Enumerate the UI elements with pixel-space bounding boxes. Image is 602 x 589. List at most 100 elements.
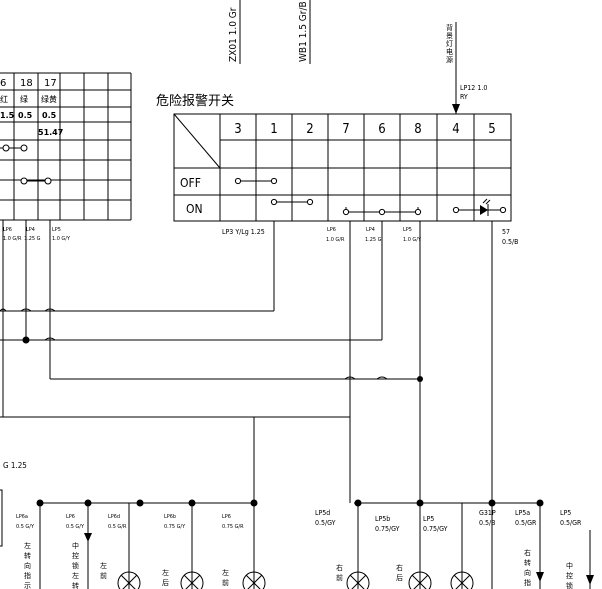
switch-col-0: 3: [234, 122, 241, 137]
svg-text:0.5/GR: 0.5/GR: [560, 519, 582, 527]
svg-text:0.5/GR: 0.5/GR: [515, 519, 537, 527]
svg-text:0.5/GY: 0.5/GY: [315, 519, 336, 527]
switch-col-2: 2: [306, 122, 313, 137]
svg-text:背: 背: [446, 23, 453, 32]
svg-text:0.75/GY: 0.75/GY: [423, 525, 448, 533]
junction-lp4: [22, 336, 30, 344]
svg-text:锁: 锁: [566, 581, 573, 589]
left-size-3: 51.47: [38, 128, 63, 137]
svg-text:后: 后: [396, 573, 403, 582]
switch-col-1: 1: [270, 122, 277, 137]
backlight-label: 背 景 灯 电 源: [446, 23, 453, 64]
svg-text:LP4: LP4: [366, 227, 375, 233]
svg-text:LP5d: LP5d: [315, 509, 330, 517]
bottom-right-labels: LP5d 0.5/GY LP5b 0.75/GY LP5 0.75/GY G31…: [315, 509, 582, 533]
left-num-2: 17: [44, 78, 57, 89]
svg-text:电: 电: [446, 47, 453, 56]
switch-title: 危险报警开关: [156, 93, 234, 109]
svg-text:右: 右: [524, 548, 531, 557]
svg-text:0.5 G/R: 0.5 G/R: [108, 524, 127, 530]
svg-text:转: 转: [24, 551, 31, 560]
left-table: 6 18 17 红 绿 绿黄 1.5 0.5 0.5 51.47: [0, 72, 132, 221]
label-wb1: WB1 1.5 Gr/B: [298, 1, 309, 62]
label-lp12-color: RY: [460, 93, 468, 101]
svg-text:LP6b: LP6b: [164, 514, 176, 520]
svg-text:LP5b: LP5b: [375, 515, 390, 523]
switch-col-3: 7: [342, 122, 349, 137]
svg-text:源: 源: [446, 55, 453, 64]
svg-text:LP5: LP5: [423, 515, 434, 523]
row-off-label: OFF: [180, 176, 201, 190]
svg-text:转: 转: [524, 558, 531, 567]
svg-text:中: 中: [566, 561, 573, 570]
svg-text:1.25 G: 1.25 G: [365, 237, 382, 243]
svg-text:0.75 G/R: 0.75 G/R: [222, 524, 244, 530]
label-lp12: LP12 1.0: [460, 84, 487, 92]
svg-text:0.5 G/Y: 0.5 G/Y: [66, 524, 85, 530]
left-wire-labels: LP6 1.0 G/R LP4 1.25 G LP5 1.0 G/Y: [3, 227, 71, 242]
svg-text:1.0 G/R: 1.0 G/R: [326, 237, 345, 243]
svg-text:G31P: G31P: [479, 509, 496, 517]
svg-text:0.75/GY: 0.75/GY: [375, 525, 400, 533]
svg-text:向: 向: [524, 568, 531, 577]
switch-col-5: 8: [414, 122, 421, 137]
left-color-1: 绿: [20, 95, 28, 104]
svg-text:前: 前: [222, 578, 229, 587]
connector-edge: [0, 489, 3, 547]
left-num-1: 18: [20, 78, 33, 89]
svg-text:左: 左: [72, 571, 79, 580]
svg-text:指: 指: [524, 578, 531, 587]
left-color-2: 绿黄: [41, 94, 57, 104]
left-color-0: 红: [0, 94, 8, 104]
svg-text:右: 右: [396, 563, 403, 572]
label-g125: G 1.25: [3, 461, 27, 470]
svg-text:1.0 G/Y: 1.0 G/Y: [52, 236, 71, 242]
svg-text:转: 转: [72, 581, 79, 589]
left-size-2: 0.5: [42, 111, 57, 120]
left-size-0: 1.5: [0, 111, 15, 120]
junction-lp5: [417, 376, 423, 382]
svg-text:1.0 G/Y: 1.0 G/Y: [403, 237, 422, 243]
left-size-1: 0.5: [18, 111, 33, 120]
svg-text:后: 后: [162, 578, 169, 587]
svg-text:左: 左: [100, 561, 107, 570]
bottom-left-labels: LP6a 0.5 G/Y LP6 0.5 G/Y LP6d 0.5 G/R LP…: [16, 514, 244, 530]
svg-text:LP6: LP6: [3, 227, 12, 233]
svg-text:景: 景: [446, 32, 453, 40]
svg-text:LP6: LP6: [222, 514, 231, 520]
svg-text:控: 控: [566, 571, 573, 580]
lamp-icons-left: [117, 571, 266, 589]
svg-text:控: 控: [72, 551, 79, 560]
svg-text:LP4: LP4: [26, 227, 35, 233]
svg-text:指: 指: [24, 571, 31, 580]
label-lp3: LP3 Y/Lg 1.25: [222, 228, 265, 236]
svg-text:LP6: LP6: [66, 514, 75, 520]
svg-text:锁: 锁: [72, 561, 79, 570]
svg-text:示: 示: [24, 582, 31, 589]
svg-text:左: 左: [162, 568, 169, 577]
svg-text:LP5a: LP5a: [515, 509, 530, 517]
svg-text:0.5/B: 0.5/B: [479, 519, 495, 527]
svg-text:左: 左: [24, 541, 31, 550]
svg-text:左: 左: [222, 568, 229, 577]
svg-text:中: 中: [72, 541, 79, 550]
svg-text:右: 右: [336, 563, 343, 572]
svg-text:向: 向: [24, 561, 31, 570]
svg-text:前: 前: [100, 571, 107, 580]
svg-text:LP6d: LP6d: [108, 514, 120, 520]
svg-text:LP5: LP5: [52, 227, 61, 233]
switch-wire-labels: LP6 1.0 G/R LP4 1.25 G LP5 1.0 G/Y: [326, 227, 422, 243]
hazard-switch-table: 3 1 2 7 6 8 4 5 OFF ON: [173, 113, 512, 222]
label-57-spec: 0.5/B: [502, 238, 518, 246]
svg-text:LP6a: LP6a: [16, 514, 28, 520]
svg-text:1.25 G: 1.25 G: [24, 236, 41, 242]
left-num-0: 6: [0, 78, 6, 89]
switch-col-4: 6: [378, 122, 385, 137]
label-zx01: ZX01 1.0 Gr: [228, 7, 239, 62]
svg-text:前: 前: [336, 573, 343, 582]
row-on-label: ON: [186, 202, 203, 216]
